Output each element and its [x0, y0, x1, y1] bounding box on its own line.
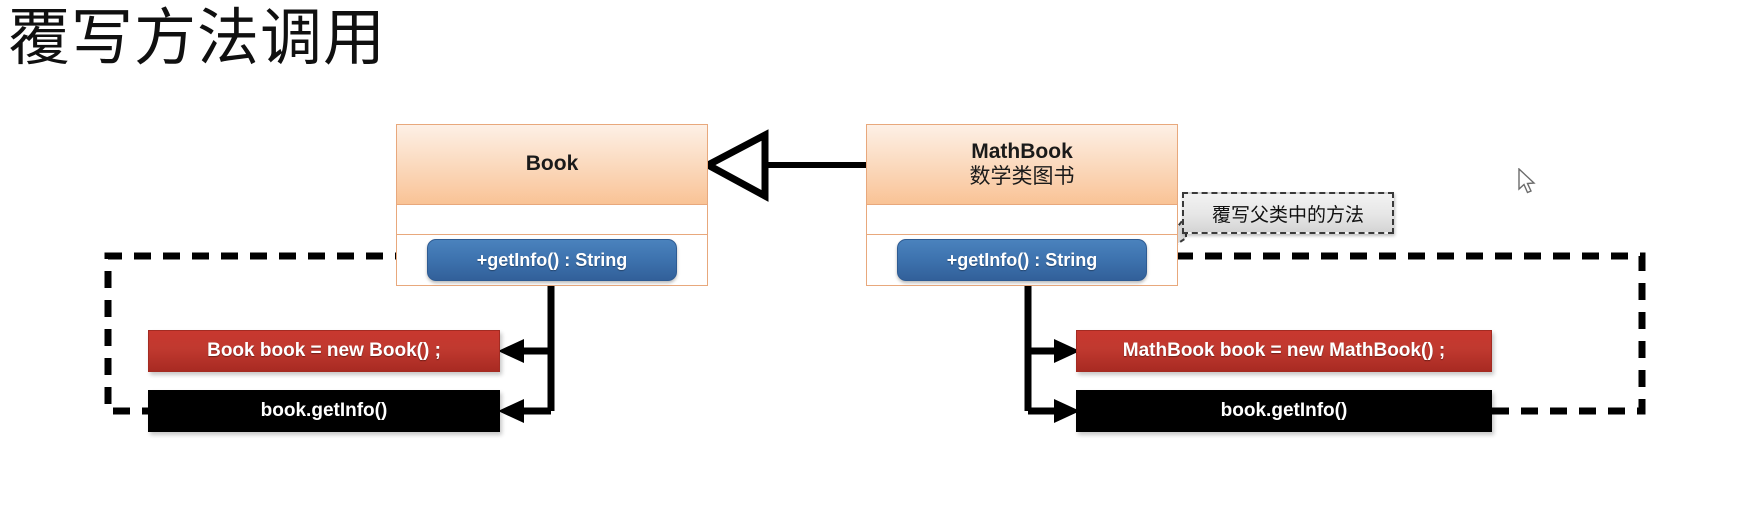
uml-class-mathbook-header: MathBook 数学类图书	[867, 125, 1177, 205]
uml-class-book-attributes	[397, 205, 707, 235]
uml-class-book-name: Book	[525, 152, 579, 176]
right-invocation-bar[interactable]: book.getInfo()	[1076, 390, 1492, 432]
uml-class-book[interactable]: Book +getInfo() : String	[396, 124, 708, 286]
uml-class-mathbook-attributes	[867, 205, 1177, 235]
uml-class-book-header: Book	[397, 125, 707, 205]
mathbook-getinfo-method[interactable]: +getInfo() : String	[897, 239, 1147, 281]
left-black-arrowhead-icon	[498, 399, 524, 423]
left-declaration-bar[interactable]: Book book = new Book() ;	[148, 330, 500, 372]
uml-class-mathbook-operations: +getInfo() : String	[867, 235, 1177, 285]
uml-class-book-operations: +getInfo() : String	[397, 235, 707, 285]
page-title: 覆写方法调用	[8, 1, 387, 74]
right-declaration-bar[interactable]: MathBook book = new MathBook() ;	[1076, 330, 1492, 372]
mouse-cursor-icon	[1518, 168, 1536, 194]
generalization-triangle-icon	[700, 129, 769, 202]
book-getinfo-method[interactable]: +getInfo() : String	[427, 239, 677, 281]
callout-override-note: 覆写父类中的方法	[1182, 192, 1394, 234]
left-red-arrowhead-icon	[498, 339, 524, 363]
uml-class-mathbook-subtitle: 数学类图书	[969, 164, 1075, 189]
left-invocation-bar[interactable]: book.getInfo()	[148, 390, 500, 432]
uml-class-mathbook[interactable]: MathBook 数学类图书 +getInfo() : String	[866, 124, 1178, 286]
uml-class-mathbook-name: MathBook	[971, 139, 1073, 163]
